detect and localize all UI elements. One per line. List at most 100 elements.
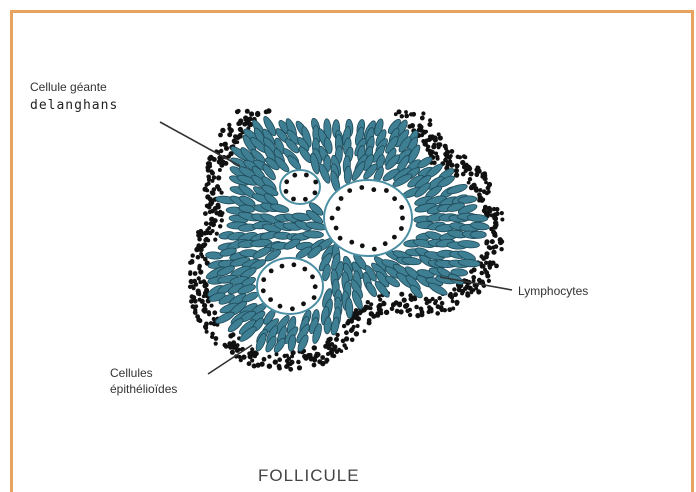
lymphocyte-dot <box>227 126 231 130</box>
lymphocyte-dot <box>218 168 222 172</box>
lymphocyte-dot <box>253 354 257 358</box>
giant-cell-nucleus <box>334 226 339 231</box>
lymphocyte-dot <box>201 308 206 313</box>
lymphocyte-dot <box>468 286 473 291</box>
label-giant-cell-line2: delanghans <box>30 98 118 113</box>
lymphocyte-dot <box>202 279 207 284</box>
lymphocyte-dot <box>206 168 211 173</box>
lymphocyte-dot <box>260 362 265 367</box>
lymphocyte-dot <box>424 297 429 302</box>
lymphocyte-dot <box>312 345 317 350</box>
lymphocyte-dot <box>205 189 209 193</box>
lymphocyte-dot <box>428 307 433 312</box>
lymphocyte-dot <box>214 342 218 346</box>
lymphocyte-dot <box>450 149 455 154</box>
lymphocyte-dot <box>402 298 407 303</box>
lymphocyte-dot <box>452 287 456 291</box>
lymphocyte-dot <box>477 192 482 197</box>
lymphocyte-dot <box>196 243 201 248</box>
lymphocyte-dot <box>454 168 459 173</box>
lymphocyte-dot <box>342 324 346 328</box>
lymphocyte-dot <box>349 319 354 324</box>
lymphocyte-dot <box>354 308 358 312</box>
label-epithelioid-line1: Cellules <box>110 366 153 381</box>
lymphocyte-dot <box>449 154 453 158</box>
lymphocyte-dot <box>190 260 195 265</box>
lymphocyte-dot <box>498 240 503 245</box>
lymphocyte-dot <box>369 302 373 306</box>
lymphocyte-dot <box>214 336 219 341</box>
lymphocyte-dot <box>278 366 282 370</box>
lymphocyte-dot <box>214 211 219 216</box>
lymphocyte-dot <box>209 217 214 222</box>
epithelioid-cell <box>345 298 353 319</box>
lymphocyte-dot <box>356 324 360 328</box>
giant-cell-nucleus <box>291 197 296 202</box>
giant-cell-nucleus <box>292 262 297 267</box>
lymphocyte-dot <box>320 355 325 360</box>
lymphocyte-dot <box>414 305 419 310</box>
lymphocyte-dot <box>349 328 354 333</box>
lymphocyte-dot <box>434 299 438 303</box>
giant-cell-nucleus <box>268 297 273 302</box>
giant-cell-nucleus <box>292 173 297 178</box>
lymphocyte-dot <box>397 109 402 114</box>
lymphocyte-dot <box>215 232 219 236</box>
lymphocyte-dot <box>421 111 425 115</box>
epithelioid-cell <box>470 231 486 238</box>
lymphocyte-dot <box>460 291 464 295</box>
giant-cell-nucleus <box>301 301 306 306</box>
lymphocyte-dot <box>428 118 432 122</box>
lymphocyte-dot <box>382 301 386 305</box>
lymphocyte-dot <box>484 239 489 244</box>
lymphocyte-dot <box>342 343 346 347</box>
giant-cell-nucleus <box>261 277 266 282</box>
lymphocyte-dot <box>432 135 437 140</box>
figure-caption: FOLLICULE <box>258 466 360 486</box>
lymphocyte-dot <box>297 365 302 370</box>
lymphocyte-dot <box>476 289 481 294</box>
giant-cell-nucleus <box>313 190 318 195</box>
lymphocyte-dot <box>211 171 215 175</box>
lymphocyte-dot <box>285 359 289 363</box>
giant-cell-nucleus <box>384 188 389 193</box>
lymphocyte-dot <box>405 303 410 308</box>
giant-cell-nucleus <box>312 295 317 300</box>
lymphocyte-dot <box>285 354 289 358</box>
lymphocyte-dot <box>332 354 336 358</box>
lymphocyte-dot <box>189 279 194 284</box>
lymphocyte-dot <box>376 304 381 309</box>
lymphocyte-dot <box>288 367 293 372</box>
giant-cell-nucleus <box>302 267 307 272</box>
lymphocyte-dot <box>463 155 467 159</box>
lymphocyte-dot <box>237 109 241 113</box>
lymphocyte-dot <box>211 222 216 227</box>
lymphocyte-dot <box>484 181 488 185</box>
lymphocyte-dot <box>384 310 389 315</box>
lymphocyte-dot <box>208 210 212 214</box>
lymphocyte-dot <box>464 169 468 173</box>
lymphocyte-dot <box>479 188 483 192</box>
lymphocyte-dot <box>332 344 337 349</box>
giant-cell-nucleus <box>339 196 344 201</box>
lymphocyte-dot <box>193 271 198 276</box>
lymphocyte-dot <box>480 271 485 276</box>
lymphocyte-dot <box>267 355 271 359</box>
lymphocyte-dot <box>366 305 371 310</box>
lymphocyte-dot <box>216 185 220 189</box>
lymphocyte-dot <box>499 247 503 251</box>
lymphocyte-dot <box>247 361 252 366</box>
lymphocyte-dot <box>475 173 480 178</box>
lymphocyte-dot <box>437 132 441 136</box>
lymphocyte-dot <box>204 221 209 226</box>
lymphocyte-dot <box>432 143 436 147</box>
lymphocyte-dot <box>370 312 374 316</box>
lymphocyte-dot <box>488 266 492 270</box>
lymphocyte-dot <box>312 363 317 368</box>
lymphocyte-dot <box>199 233 203 237</box>
lymphocyte-dot <box>438 296 442 300</box>
giant-cell-nucleus <box>303 197 308 202</box>
lymphocyte-dot <box>205 194 210 199</box>
lymphocyte-dot <box>495 211 500 216</box>
